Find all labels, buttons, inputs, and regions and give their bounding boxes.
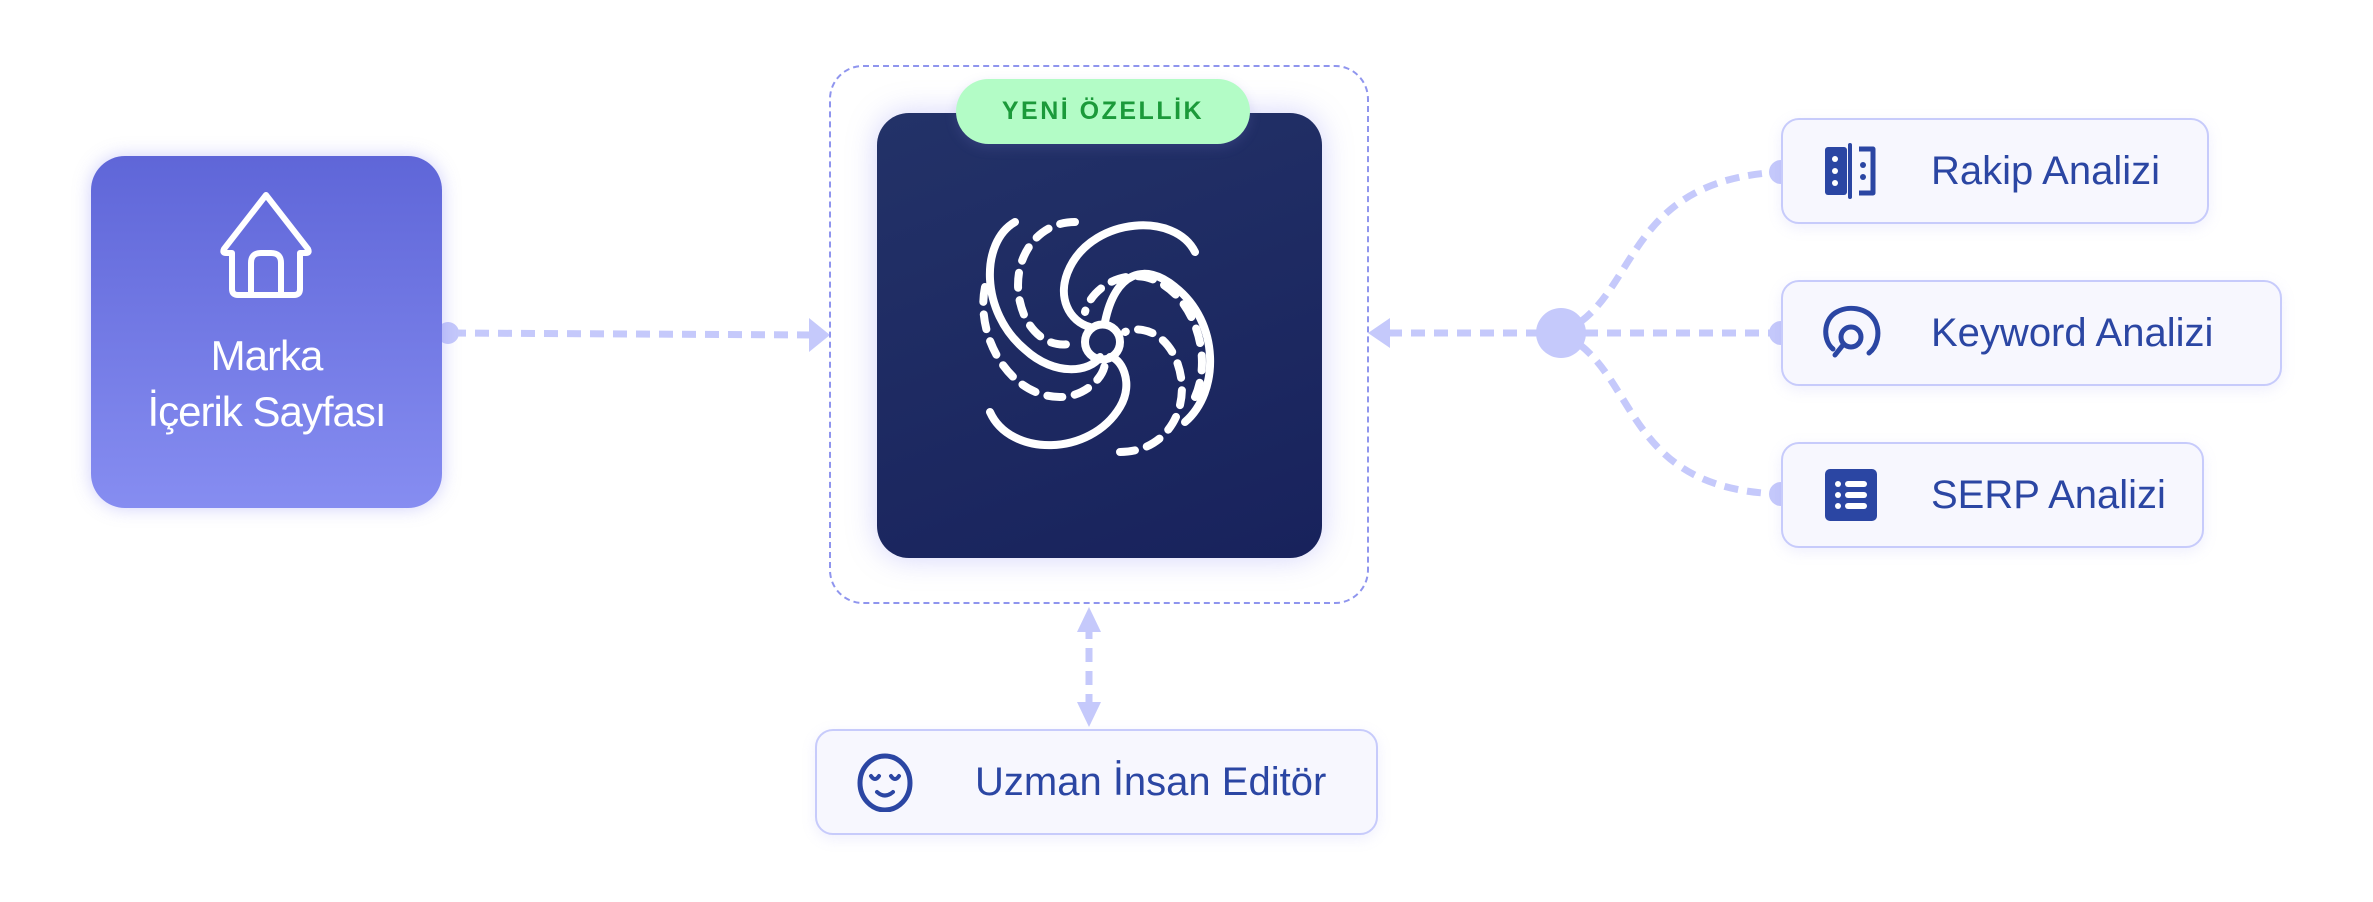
arrow-down-editor [1077, 702, 1101, 727]
source-label-line1: Marka [210, 332, 324, 379]
input-node-keyword-analizi[interactable]: Keyword Analizi [1781, 280, 2282, 386]
source-label-line2: İçerik Sayfası [147, 388, 386, 435]
new-feature-badge: YENİ ÖZELLİK [956, 79, 1250, 144]
arrow-up-center [1077, 607, 1101, 632]
input-node-rakip-analizi[interactable]: Rakip Analizi [1781, 118, 2209, 224]
galaxy-spiral-icon [979, 218, 1214, 456]
center-group-frame [829, 65, 1369, 604]
connector-source-to-center [451, 329, 813, 339]
smiley-icon [857, 753, 913, 812]
connector-hub-to-serp [1559, 329, 1782, 498]
source-node-marka-icerik[interactable]: Marka İçerik Sayfası [91, 156, 442, 508]
editor-node-uzman-insan-editor[interactable]: Uzman İnsan Editör [815, 729, 1378, 835]
keyword-search-icon [1823, 305, 1881, 358]
input-label: Rakip Analizi [1931, 148, 2161, 193]
list-icon [1825, 469, 1877, 521]
center-ai-card[interactable] [877, 113, 1322, 558]
competitor-icon [1825, 143, 1876, 199]
arrow-into-center-left [809, 318, 830, 352]
input-label: Keyword Analizi [1931, 310, 2214, 355]
source-port [437, 322, 459, 344]
input-label: SERP Analizi [1931, 472, 2166, 517]
connector-hub-to-rakip [1559, 168, 1782, 337]
arrow-into-center-right [1368, 318, 1390, 348]
input-node-serp-analizi[interactable]: SERP Analizi [1781, 442, 2204, 548]
hub-dot [1536, 308, 1586, 358]
home-icon [220, 192, 312, 298]
editor-label: Uzman İnsan Editör [975, 759, 1327, 804]
